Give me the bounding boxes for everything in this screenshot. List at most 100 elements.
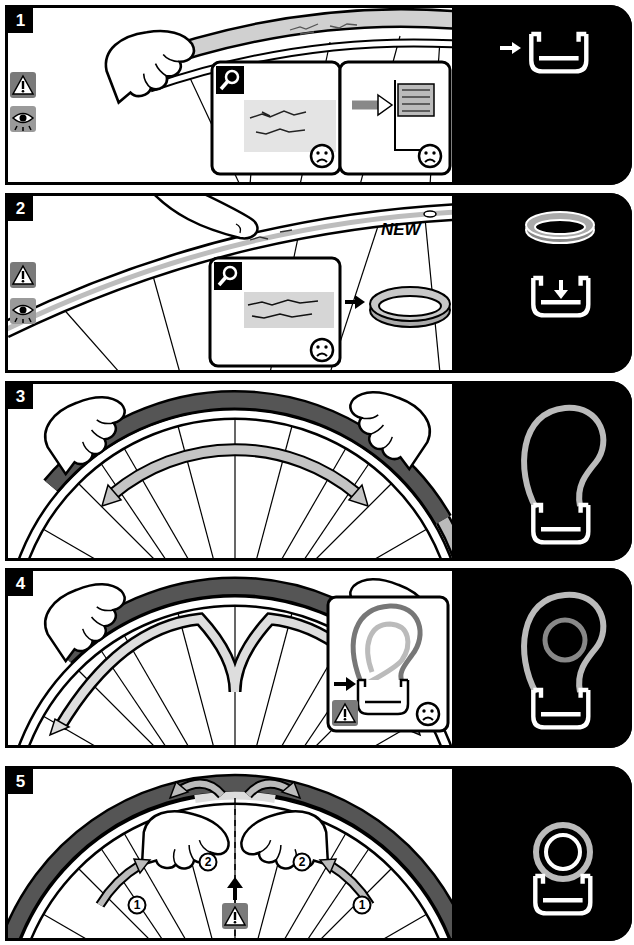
drawing-part	[222, 903, 248, 929]
drawing-part	[227, 877, 243, 888]
drawing-part	[334, 682, 348, 686]
drawing-part	[512, 42, 521, 54]
drawing-part	[358, 680, 408, 714]
rim-profile	[526, 212, 594, 315]
step-number: 4	[8, 571, 33, 596]
drawing-part	[533, 690, 588, 727]
drawing-part	[328, 597, 448, 731]
step-panel: 3	[5, 381, 632, 561]
drawing-part	[545, 620, 585, 660]
warning-icon	[10, 72, 36, 98]
step-circle: 2	[198, 852, 218, 872]
drawing-part	[332, 700, 358, 726]
bead-finish-scene	[9, 782, 452, 938]
drawing-part	[402, 90, 430, 111]
drawing-part	[398, 84, 434, 116]
drawing-part	[216, 66, 244, 94]
drawing-part	[536, 825, 590, 879]
drawing-part	[349, 485, 368, 506]
drawing-part	[452, 193, 632, 373]
drawing-part	[214, 262, 242, 290]
drawing-part	[395, 80, 435, 150]
drawing-part	[531, 34, 586, 71]
drawing-part	[311, 145, 333, 167]
drawing-part	[533, 278, 588, 315]
drawing-part	[137, 805, 233, 882]
rim-profile	[535, 825, 590, 913]
callout-number: 1	[127, 895, 147, 915]
step-panel: 1	[5, 5, 632, 185]
drawing-part	[370, 287, 450, 321]
rim-profile	[500, 34, 586, 71]
drawing-part	[102, 485, 121, 506]
drawing-part	[134, 859, 150, 873]
drawing-part	[340, 62, 450, 174]
drawing-part	[250, 111, 306, 134]
drawing-part	[443, 520, 452, 558]
pinch-inset	[328, 597, 448, 731]
drawing-part	[9, 784, 452, 938]
drawing-part	[9, 784, 452, 938]
drawing-part	[236, 224, 241, 233]
step-circle: 2	[292, 852, 312, 872]
drawing-part	[9, 784, 452, 938]
step-number: 2	[8, 196, 33, 221]
drawing-part	[150, 196, 257, 238]
step-number: 5	[8, 769, 33, 794]
callout-number: 1	[352, 895, 372, 915]
callout-text: NEW	[381, 220, 421, 240]
drawing-part	[150, 265, 180, 370]
drawing-part	[526, 212, 594, 238]
drawing-part	[212, 62, 340, 174]
drawing-part	[244, 292, 334, 328]
drawing-part	[9, 799, 452, 938]
drawing-part	[524, 595, 603, 693]
drawing-part	[533, 505, 588, 542]
drawing-part	[366, 624, 408, 684]
drawing-part	[311, 339, 333, 361]
drawing-part	[60, 305, 120, 370]
crack-inset	[212, 62, 340, 174]
drawing-part	[535, 876, 590, 913]
drawing-part	[443, 520, 452, 558]
drawing-part	[500, 46, 514, 50]
step-number: 3	[8, 384, 33, 409]
drawing-part	[524, 408, 603, 508]
tape-inset	[210, 258, 340, 366]
drawing-part	[452, 5, 632, 185]
bead-inset	[340, 62, 450, 174]
drawing-part	[452, 381, 632, 561]
drawing-part	[290, 24, 357, 34]
drawing-part	[320, 859, 336, 873]
drawing-part	[554, 290, 568, 299]
drawing-part	[452, 568, 632, 748]
step-panel: 4	[5, 568, 632, 748]
step-number: 1	[8, 8, 33, 33]
rim-tape-scene	[8, 196, 452, 370]
inspect-icon	[10, 298, 36, 324]
side-panel	[452, 5, 632, 941]
drawing-part	[424, 211, 436, 217]
warning-icon	[10, 262, 36, 288]
drawing-part	[248, 300, 318, 318]
drawing-part	[346, 677, 356, 691]
drawing-part	[452, 193, 492, 373]
step-circle: 1	[127, 895, 147, 915]
drawing-part	[237, 805, 333, 882]
rim-profile	[524, 595, 603, 728]
tire-check-scene	[100, 18, 452, 182]
drawing-part	[546, 835, 580, 869]
drawing-part	[336, 384, 439, 471]
drawing-part	[378, 95, 392, 115]
drawing-part	[452, 381, 492, 561]
drawing-part	[170, 782, 188, 798]
drawing-part	[113, 450, 357, 494]
tire-mount-scene	[9, 384, 452, 558]
drawing-part	[355, 295, 365, 309]
drawing-part	[452, 5, 492, 185]
rim-profile	[524, 408, 603, 543]
drawing-part	[9, 571, 452, 745]
step-circle: 1	[352, 895, 372, 915]
